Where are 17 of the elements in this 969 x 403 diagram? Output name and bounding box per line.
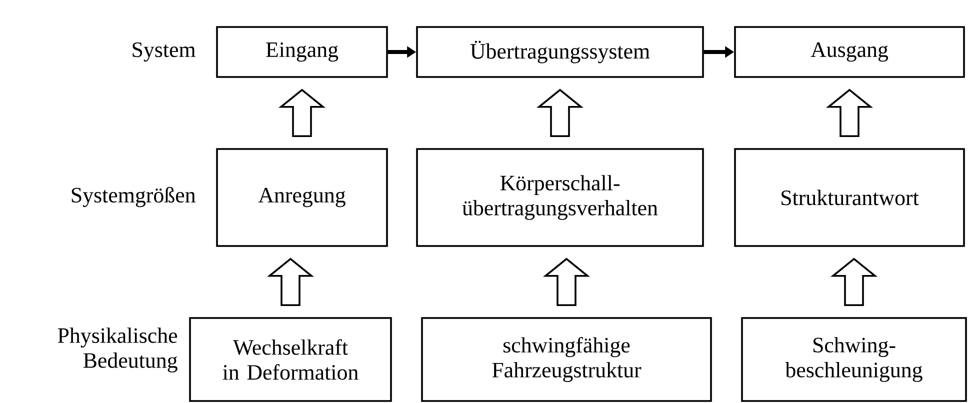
block-arrow xyxy=(542,258,590,306)
block-arrow xyxy=(536,88,584,137)
process-box: Strukturantwort xyxy=(734,148,965,247)
process-box: Schwing- beschleunigung xyxy=(741,317,967,402)
block-arrow xyxy=(278,88,326,137)
process-box: Körperschall- übertragungsverhalten xyxy=(416,148,704,247)
process-box: schwingfähige Fahrzeugstruktur xyxy=(421,317,712,402)
block-arrow xyxy=(266,258,314,306)
row-label: Systemgrößen xyxy=(72,186,196,208)
block-arrow xyxy=(826,88,874,137)
row-label: System xyxy=(132,42,196,62)
process-box: Wechselkraft in Deformation xyxy=(189,317,392,402)
block-arrow xyxy=(830,258,878,306)
process-box: Anregung xyxy=(216,148,388,247)
process-box: Eingang xyxy=(216,26,388,78)
process-box: Übertragungssystem xyxy=(416,26,704,78)
process-box: Ausgang xyxy=(734,26,965,78)
